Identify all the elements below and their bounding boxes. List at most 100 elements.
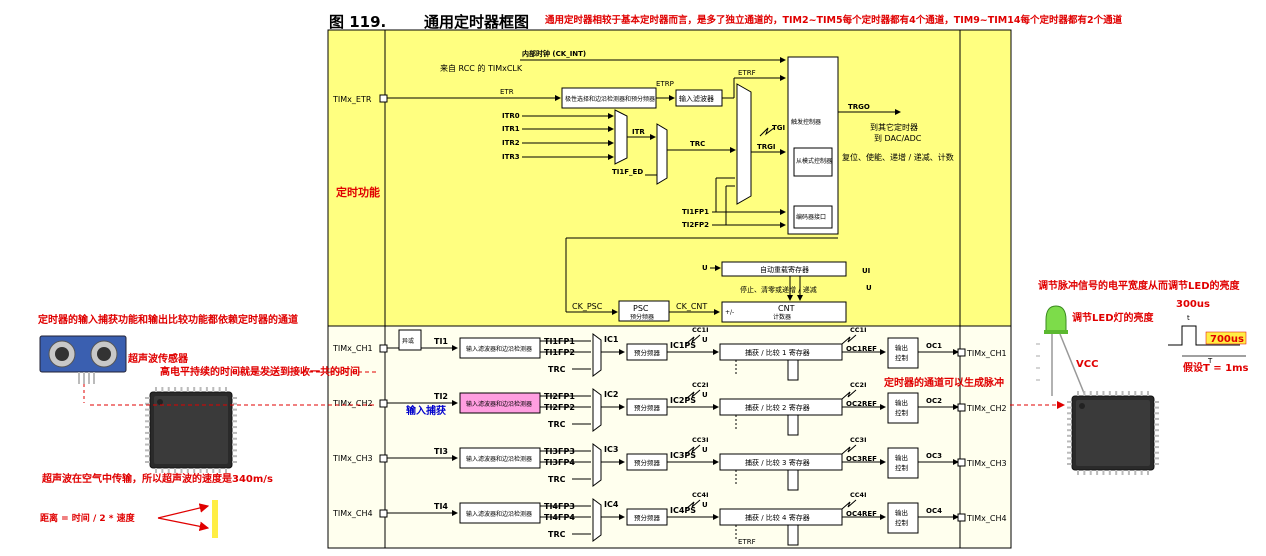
cc-label: CC1I	[692, 326, 708, 334]
output-control-block	[887, 337, 919, 369]
etrp-label: ETRP	[656, 80, 674, 88]
ti1f-ed-label: TI1F_ED	[612, 168, 643, 176]
channel-prescaler-text: 预分频器	[634, 513, 661, 522]
cc-interrupt-arrow	[685, 499, 701, 510]
rcc-clock-label: 来自 RCC 的 TIMxCLK	[440, 63, 523, 73]
itr-mux	[614, 109, 628, 165]
encoder-interface-text: 编码器接口	[796, 213, 826, 221]
output-control-text: 输出	[895, 343, 908, 352]
transfer-arrow	[787, 469, 799, 491]
distance-formula: 距离 = 时间 / 2 * 速度	[40, 512, 136, 524]
chip-pin	[1077, 391, 1079, 396]
channel-rows: TIMx_CH1TI1输入滤波器和边沿检测器TI1FP1TI1FP2TRCIC1…	[332, 326, 1007, 546]
channel-row-4: TIMx_CH4TI4输入滤波器和边沿检测器TI4FP3TI4FP4TRCIC4…	[332, 491, 1007, 546]
filter-edge-block	[459, 447, 541, 469]
chip-pin	[225, 387, 227, 392]
output-pin-label: TIMx_CH3	[966, 459, 1007, 468]
sensor-label: 超声波传感器	[127, 352, 189, 365]
chip-pin	[1083, 470, 1086, 475]
ccx-label: CC3I	[850, 436, 866, 444]
chip-pin	[145, 397, 150, 399]
icps-label: IC4PS	[670, 506, 696, 515]
pwm-waveform	[1168, 325, 1240, 346]
figure-title: 通用定时器框图	[424, 13, 529, 31]
itr0-label: ITR0	[502, 112, 520, 120]
xor-block	[398, 329, 422, 351]
filter-edge-text: 输入滤波器和边沿检测器	[466, 455, 532, 463]
oc-label: OC1	[926, 342, 942, 350]
slave-modes-text: 复位、使能、递增 / 递减、计数	[842, 152, 954, 162]
ccx-interrupt-arrow	[841, 444, 857, 455]
cc-label: CC4I	[692, 491, 708, 499]
chip-pin	[1115, 470, 1118, 475]
chip-pin	[145, 402, 150, 405]
etr-pin	[379, 94, 388, 103]
channels-note: 定时器的输入捕获功能和输出比较功能都依赖定时器的通道	[38, 313, 298, 326]
chip-pin	[225, 468, 227, 473]
width-700-box	[1205, 331, 1247, 345]
figure-note: 通用定时器相较于基本定时器而言，是多了独立通道的，TIM2~TIM5每个定时器都…	[545, 14, 1123, 26]
chip-pin	[1154, 429, 1159, 432]
cnt-text: CNT	[778, 304, 795, 313]
trigger-controller-text: 触发控制器	[791, 118, 821, 126]
transfer-arrow	[787, 524, 799, 546]
output-control-block	[887, 447, 919, 479]
chip-pin	[232, 437, 237, 440]
capture-compare-text: 捕获 / 比较 3 寄存器	[745, 458, 810, 467]
cc-label: CC2I	[692, 381, 708, 389]
ic-mux	[592, 498, 602, 542]
led-image	[1036, 305, 1087, 399]
channel-pin-label: TIMx_CH2	[332, 399, 373, 408]
output-pin-label: TIMx_CH2	[966, 404, 1007, 413]
capture-compare-text: 捕获 / 比较 2 寄存器	[745, 403, 810, 412]
stop-clear-text: 停止、清零或递增 / 递减	[740, 285, 817, 294]
channel-row-1: TIMx_CH1TI1输入滤波器和边沿检测器TI1FP1TI1FP2TRCIC1…	[332, 326, 1007, 381]
chip-pin	[232, 397, 237, 399]
chip-pin	[232, 408, 237, 411]
etrf-label: ETRF	[738, 69, 756, 77]
formula-arrow-up	[157, 503, 210, 519]
chip-pin	[155, 387, 157, 392]
cc-interrupt-arrow	[685, 389, 701, 400]
psc-text: PSC	[633, 304, 649, 313]
chip-pin	[205, 468, 208, 473]
trc-mux	[656, 123, 668, 185]
output-control-text-2: 控制	[895, 408, 909, 417]
capture-compare-text: 捕获 / 比较 1 寄存器	[745, 348, 810, 357]
chip-pin	[1134, 391, 1137, 396]
chip-pin	[1127, 470, 1130, 475]
ti-label: TI1	[434, 337, 448, 346]
ic-mux	[592, 443, 602, 487]
transfer-arrow	[787, 414, 799, 436]
filter-edge-block	[459, 337, 541, 359]
chip-pin	[1102, 470, 1105, 475]
trc-label: TRC	[690, 140, 705, 148]
chip-pin	[232, 449, 237, 452]
etr-label: ETR	[500, 88, 514, 96]
trc-label: TRC	[548, 420, 566, 429]
chip-pin	[1154, 417, 1159, 420]
capture-compare-text: 捕获 / 比较 4 寄存器	[745, 513, 810, 522]
chip-pin	[232, 420, 237, 423]
channel-pin-label: TIMx_CH3	[332, 454, 373, 463]
to-dac-adc: 到 DAC/ADC	[874, 134, 922, 143]
transfer-arrow	[787, 359, 799, 381]
chip-pin	[1108, 391, 1111, 396]
itr3-label: ITR3	[502, 153, 520, 161]
ti1fp1-label: TI1FP1	[682, 208, 709, 216]
ck-cnt-label: CK_CNT	[676, 302, 707, 311]
chip-pin	[232, 431, 237, 434]
period-t-label: T	[1207, 357, 1213, 365]
chip-pin	[1089, 391, 1092, 396]
chip-pin	[180, 468, 183, 473]
chip-pin	[1121, 391, 1124, 396]
output-control-text: 输出	[895, 398, 908, 407]
chip-pin	[1102, 391, 1105, 396]
chip-pin	[1154, 451, 1159, 454]
chip-pin	[1154, 434, 1159, 437]
chip-pin	[1089, 470, 1092, 475]
slave-controller-text: 从模式控制器	[796, 157, 832, 165]
cc-interrupt-arrow	[685, 334, 701, 345]
sound-speed-note: 超声波在空气中传输，所以超声波的速度是340m/s	[41, 472, 273, 485]
